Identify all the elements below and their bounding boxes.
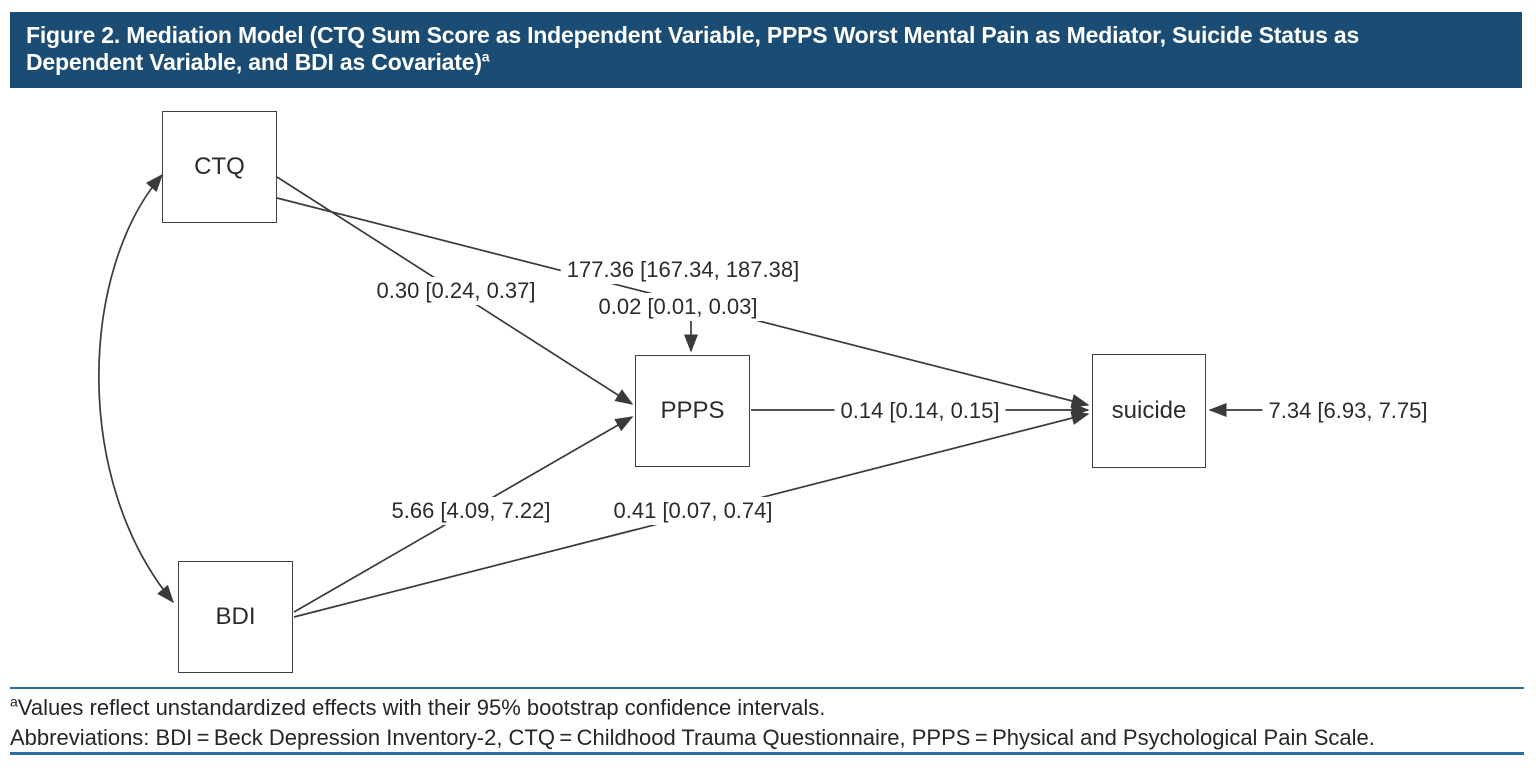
footnote-abbreviations: Abbreviations: BDI = Beck Depression Inv… <box>10 725 1375 750</box>
footnote-marker: a <box>10 693 18 710</box>
figure-title-line-2-text: Dependent Variable, and BDI as Covariate… <box>26 49 482 75</box>
figure-bottom-border <box>10 752 1524 755</box>
node-suicide-label: suicide <box>1111 397 1187 424</box>
path-label-suicide-residual: 7.34 [6.93, 7.75] <box>1262 397 1434 425</box>
arrow-ctq-bdi-covariance <box>98 173 174 604</box>
figure-title-line-1: Figure 2. Mediation Model (CTQ Sum Score… <box>26 22 1360 48</box>
path-label-bdi-to-suicide: 0.41 [0.07, 0.74] <box>607 497 779 525</box>
footnote-values: aValues reflect unstandardized effects w… <box>10 695 825 721</box>
figure-title-bar: Figure 2. Mediation Model (CTQ Sum Score… <box>10 12 1522 88</box>
node-ppps-label: PPPS <box>660 397 725 424</box>
path-label-ctq-to-ppps: 0.30 [0.24, 0.37] <box>370 277 542 305</box>
footnote-values-text: Values reflect unstandardized effects wi… <box>17 695 826 720</box>
path-label-ppps-to-suicide: 0.14 [0.14, 0.15] <box>834 397 1006 425</box>
node-ctq: CTQ <box>162 111 277 223</box>
path-label-ctq-to-suicide-direct: 177.36 [167.34, 187.38] <box>560 256 806 284</box>
footnote-divider-top <box>10 687 1524 689</box>
path-label-bdi-to-ppps: 5.66 [4.09, 7.22] <box>385 497 557 525</box>
title-footnote-marker: a <box>481 48 490 65</box>
node-ctq-label: CTQ <box>194 153 245 180</box>
node-bdi-label: BDI <box>215 603 256 630</box>
figure-title-line-2: Dependent Variable, and BDI as Covariate… <box>26 49 1506 76</box>
node-ppps: PPPS <box>635 355 750 467</box>
path-label-indirect-effect: 0.02 [0.01, 0.03] <box>592 293 764 321</box>
node-suicide: suicide <box>1092 354 1206 468</box>
node-bdi: BDI <box>178 561 293 673</box>
